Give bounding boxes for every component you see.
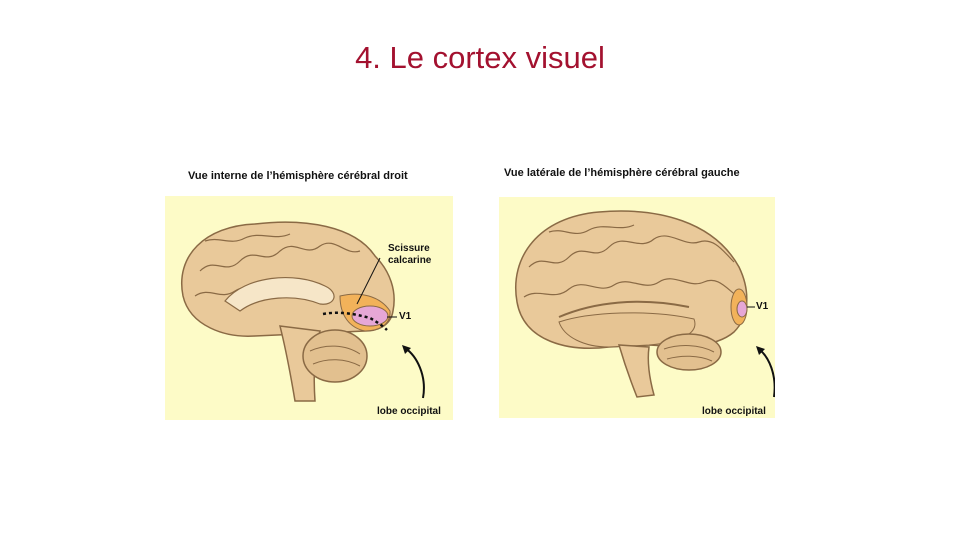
v1-label-left: V1 — [399, 311, 412, 322]
v1-area — [736, 300, 748, 318]
right-figure-caption: Vue latérale de l’hémisphère cérébral ga… — [504, 167, 740, 179]
medial-view-panel: Scissure calcarine V1 lobe occipital — [165, 196, 453, 420]
lateral-view-panel: V1 lobe occipital — [499, 197, 775, 418]
occipital-arrow — [758, 348, 775, 398]
slide-title: 4. Le cortex visuel — [355, 40, 605, 75]
calcarine-fissure-line — [322, 311, 388, 331]
brainstem — [617, 344, 655, 398]
lobe-occipital-label-left: lobe occipital — [377, 406, 441, 417]
lateral-brain-illustration — [515, 210, 775, 398]
cerebellum — [656, 333, 722, 371]
cerebellum — [302, 329, 368, 383]
scissure-label-line2: calcarine — [388, 255, 432, 266]
left-figure-caption: Vue interne de l’hémisphère cérébral dro… — [188, 170, 408, 182]
corpus-callosum — [224, 276, 335, 312]
v1-area — [351, 305, 389, 327]
occipital-arrow — [404, 347, 425, 399]
lobe-occipital-label-right: lobe occipital — [702, 406, 766, 417]
lateral-cerebrum — [515, 210, 748, 349]
scissure-label-line1: Scissure — [388, 243, 430, 254]
scissure-pointer — [356, 257, 381, 305]
v1-label-right: V1 — [756, 301, 769, 312]
medial-brain-illustration — [181, 221, 425, 402]
lateral-sulcus — [558, 300, 690, 318]
